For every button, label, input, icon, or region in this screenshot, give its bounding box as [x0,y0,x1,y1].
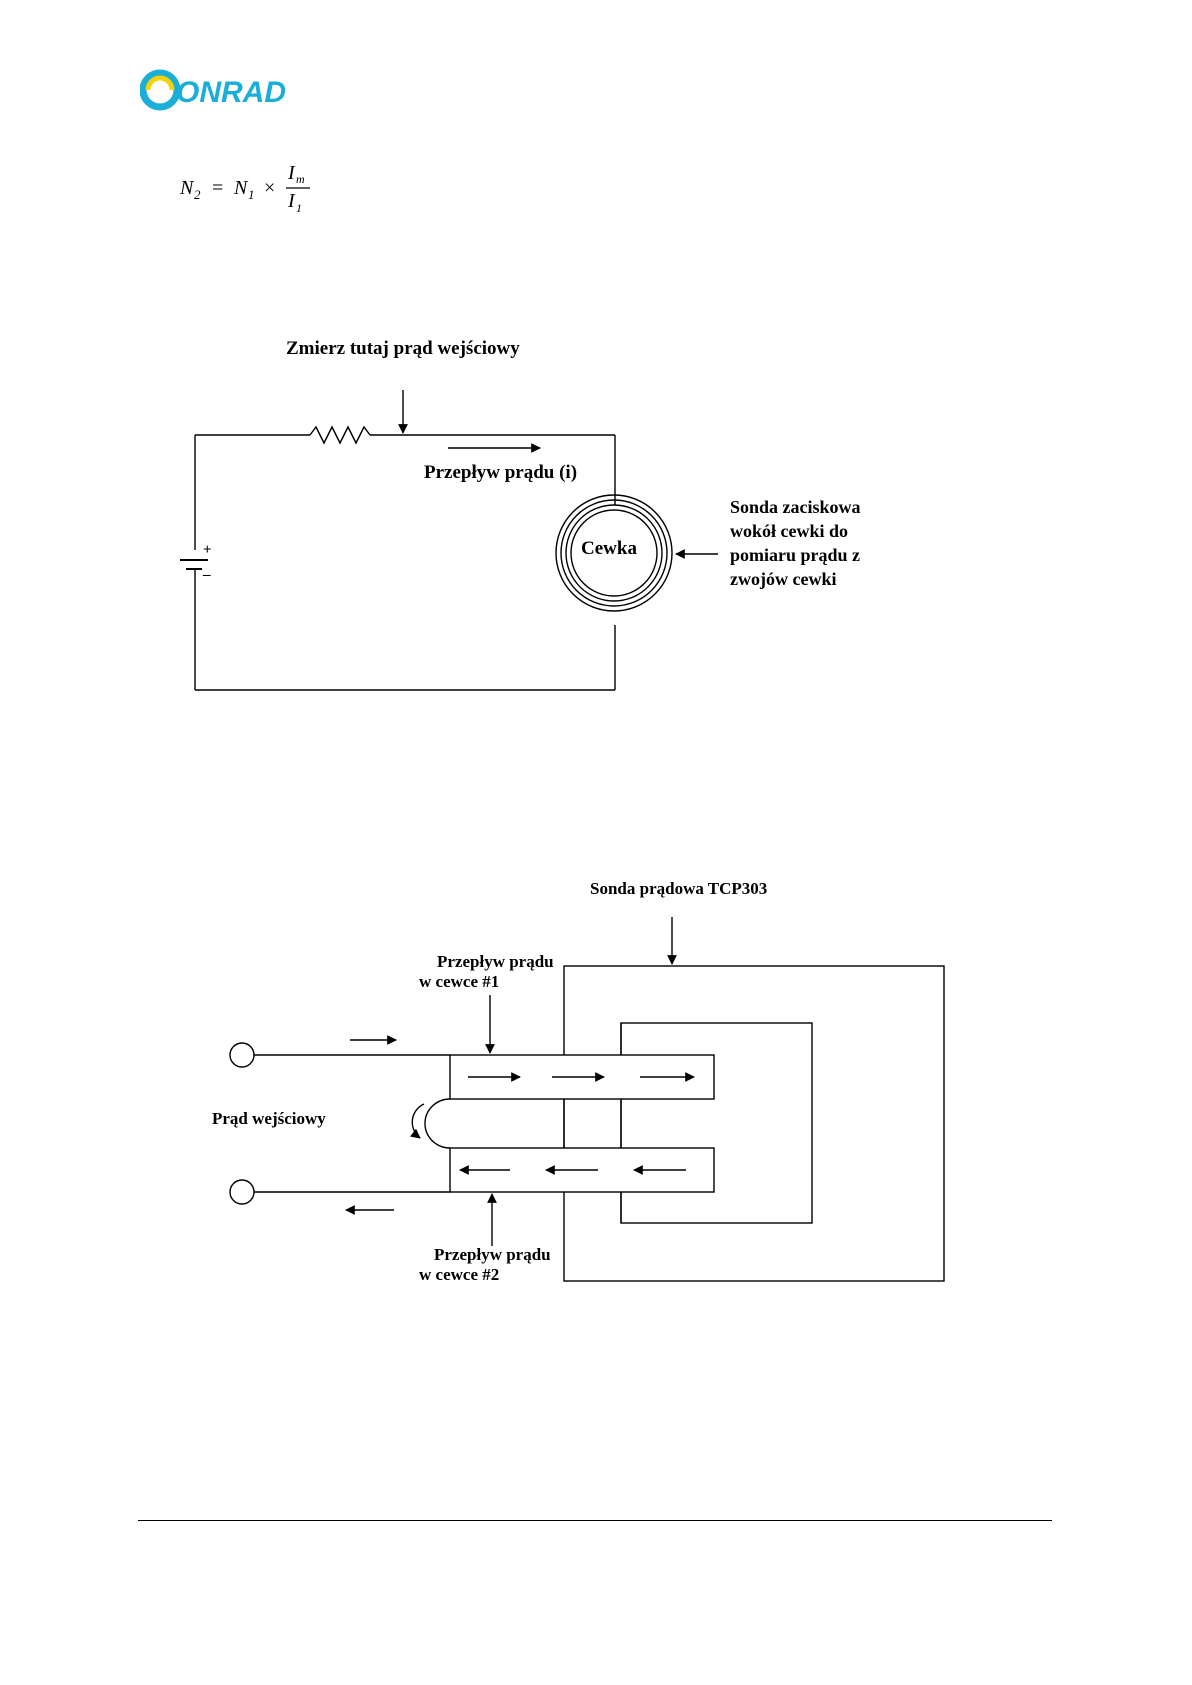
probe-label-line-2: wokół cewki do [730,521,848,541]
resistor-symbol [310,427,370,443]
current-probe-diagram [230,917,944,1281]
input-current-label: Prąd wejściowy [212,1109,326,1128]
battery-minus: – [202,567,211,583]
probe-label-line-4: zwojów cewki [730,569,836,589]
coil2-label-line-1: Przepływ prądu [434,1245,551,1264]
probe-frame-inner [621,1023,812,1223]
probe-title-label: Sonda prądowa TCP303 [590,879,767,898]
circuit-diagram [180,390,718,690]
probe-label: Sonda zaciskowa wokół cewki do pomiaru p… [730,497,861,589]
coil2-label-line-2: w cewce #2 [419,1265,499,1284]
coil1-label-line-2: w cewce #1 [419,972,499,991]
footer-divider [138,1520,1052,1521]
flow-label: Przepływ prądu (i) [424,462,577,483]
coil1-label-line-1: Przepływ prądu [437,952,554,971]
probe-label-line-1: Sonda zaciskowa [730,497,861,517]
u-turn-arrow [412,1104,424,1138]
coil-label: Cewka [581,538,637,559]
measure-label: Zmierz tutaj prąd wejściowy [286,338,520,359]
terminal-top [230,1043,254,1067]
probe-label-line-3: pomiaru prądu z [730,545,860,565]
terminal-bottom [230,1180,254,1204]
battery-plus: + [203,542,212,558]
conductor-u-turn [425,1099,450,1148]
